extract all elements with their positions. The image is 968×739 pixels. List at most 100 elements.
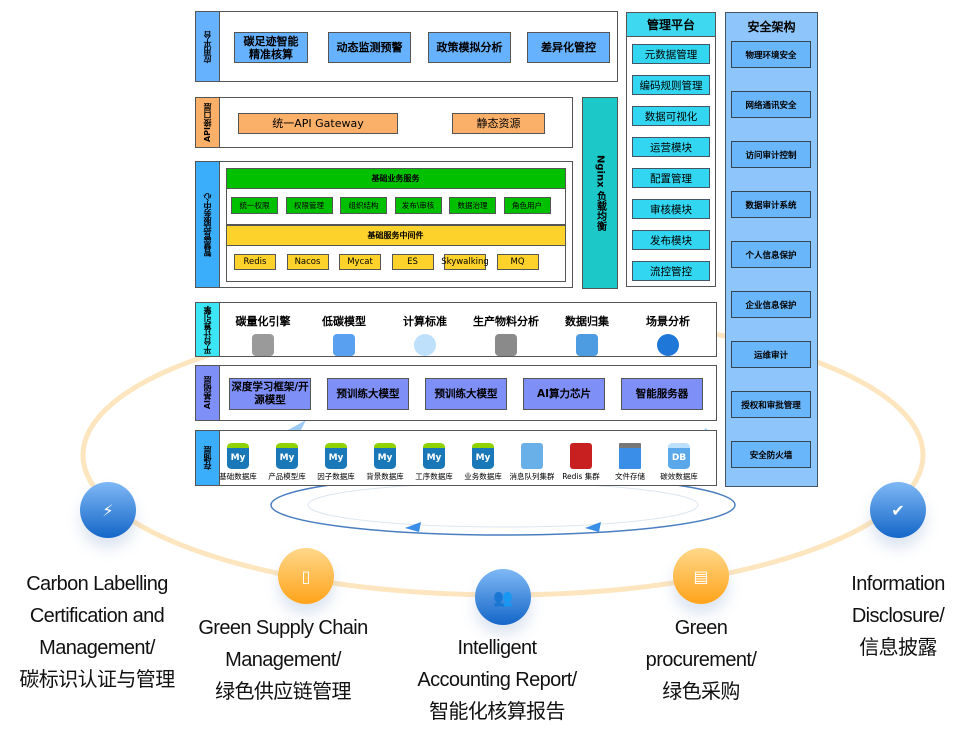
- ai-item[interactable]: AI算力芯片: [523, 378, 605, 410]
- security-item[interactable]: 运维审计: [731, 341, 811, 368]
- outcome-label-line: 绿色供应链管理: [215, 681, 351, 703]
- outcome-label-line: 信息披露: [859, 637, 937, 659]
- clipboard-icon[interactable]: ▤: [673, 548, 729, 604]
- outcome-label-line: Green Supply Chain: [198, 617, 368, 639]
- globe-gear-icon: [657, 334, 679, 356]
- nginx-load-balancer: Nginx 负载均衡: [582, 97, 618, 289]
- security-item[interactable]: 个人信息保护: [731, 241, 811, 268]
- engine-label: 数据归集: [565, 315, 609, 328]
- storage-label: 消息队列集群: [509, 472, 555, 481]
- middleware-item[interactable]: Skywalking: [441, 254, 489, 270]
- middleware-item[interactable]: MQ: [496, 254, 539, 270]
- storage-item[interactable]: 消息队列集群: [502, 443, 562, 482]
- database-icon: My: [472, 443, 494, 469]
- security-item[interactable]: 网络通讯安全: [731, 91, 811, 118]
- business-item[interactable]: 权限管理: [285, 197, 333, 214]
- storage-item[interactable]: My 基础数据库: [208, 443, 268, 482]
- engine-label: 计算标准: [403, 315, 447, 328]
- hexagon-icon: [414, 334, 436, 356]
- business-item[interactable]: 组织结构: [340, 197, 387, 214]
- file-icon: [619, 443, 641, 469]
- management-item[interactable]: 配置管理: [632, 168, 710, 188]
- security-item[interactable]: 物理环境安全: [731, 41, 811, 68]
- phone-icon[interactable]: ▯: [278, 548, 334, 604]
- engine-item[interactable]: 生产物料分析: [461, 313, 551, 356]
- redis-icon: [570, 443, 592, 469]
- storage-item[interactable]: Redis 集群: [551, 443, 611, 482]
- business-item[interactable]: 数据治理: [449, 197, 496, 214]
- engine-item[interactable]: 场景分析: [623, 313, 713, 356]
- middleware-item[interactable]: Nacos: [286, 254, 329, 270]
- business-item[interactable]: 角色用户: [503, 197, 551, 214]
- outcome-label-line: Information: [851, 573, 945, 595]
- security-title: 安全架构: [747, 19, 796, 34]
- engine-item[interactable]: 计算标准: [380, 313, 470, 356]
- app-item[interactable]: 动态监测预警: [328, 32, 411, 63]
- engine-label: 场景分析: [646, 315, 690, 328]
- business-item[interactable]: 发布\审核: [394, 197, 442, 214]
- business-item[interactable]: 统一权限: [231, 197, 278, 214]
- inner-orbit-light: [307, 482, 699, 528]
- outcome-label-line: 绿色采购: [662, 681, 740, 703]
- middleware-item[interactable]: Redis: [234, 254, 276, 270]
- storage-item[interactable]: 文件存储: [600, 443, 660, 482]
- users-icon[interactable]: 👥: [475, 569, 531, 625]
- storage-item[interactable]: My 业务数据库: [453, 443, 513, 482]
- engine-label: 碳量化引擎: [235, 315, 291, 328]
- app-item[interactable]: 政策模拟分析: [428, 32, 511, 63]
- management-item[interactable]: 编码规则管理: [632, 75, 710, 95]
- outcome-label-line: Carbon Labelling: [26, 573, 168, 595]
- engine-item[interactable]: 低碳模型: [299, 313, 389, 356]
- ai-item[interactable]: 深度学习框架/开源模型: [229, 378, 311, 410]
- database-icon: My: [423, 443, 445, 469]
- security-item[interactable]: 访问审计控制: [731, 141, 811, 168]
- compute-engine-layer: 平台计算引擎 碳量化引擎低碳模型计算标准生产物料分析数据归集场景分析: [195, 302, 717, 357]
- security-item[interactable]: 安全防火墙: [731, 441, 811, 468]
- management-item[interactable]: 运营模块: [632, 137, 710, 157]
- security-item[interactable]: 数据审计系统: [731, 191, 811, 218]
- lightbulb-head-icon[interactable]: ⚡: [80, 482, 136, 538]
- database-icon: My: [227, 443, 249, 469]
- middleware-title: 基础服务中间件: [225, 224, 566, 246]
- middleware: 基础服务中间件 Redis Nacos Mycat ES Skywalking MQ: [225, 224, 566, 282]
- middleware-item[interactable]: Mycat: [339, 254, 381, 270]
- engine-label: 低碳模型: [322, 315, 366, 328]
- engine-item[interactable]: 碳量化引擎: [218, 313, 308, 356]
- app-item[interactable]: 碳足迹智能 精准核算: [234, 32, 308, 63]
- service-center-layer: 智慧管控服务中心 基础业务服务 统一权限权限管理组织结构发布\审核数据治理角色用…: [195, 161, 573, 288]
- outcome-label-line: Disclosure/: [851, 605, 945, 627]
- static-resources[interactable]: 静态资源: [452, 113, 545, 134]
- business-services: 基础业务服务 统一权限权限管理组织结构发布\审核数据治理角色用户: [225, 167, 566, 225]
- ai-item[interactable]: 预训练大模型: [425, 378, 507, 410]
- middleware-item[interactable]: ES: [391, 254, 434, 270]
- security-item[interactable]: 授权和审批管理: [731, 391, 811, 418]
- badge-check-icon[interactable]: ✔: [870, 482, 926, 538]
- app-item[interactable]: 差异化管控: [527, 32, 610, 63]
- storage-label: 基础数据库: [219, 472, 257, 481]
- management-item[interactable]: 元数据管理: [632, 44, 710, 64]
- storage-label: 业务数据库: [464, 472, 502, 481]
- storage-label: 产品模型库: [268, 472, 306, 481]
- security-item[interactable]: 企业信息保护: [731, 291, 811, 318]
- queue-icon: [521, 443, 543, 469]
- ai-item[interactable]: 智能服务器: [621, 378, 703, 410]
- management-item[interactable]: 数据可视化: [632, 106, 710, 126]
- management-item[interactable]: 发布模块: [632, 230, 710, 250]
- management-item[interactable]: 审核模块: [632, 199, 710, 219]
- arrow-icon: [405, 522, 421, 532]
- ai-item[interactable]: 预训练大模型: [327, 378, 409, 410]
- engine-item[interactable]: 数据归集: [542, 313, 632, 356]
- management-item[interactable]: 流控管控: [632, 261, 710, 281]
- engine-label: 生产物料分析: [473, 315, 539, 328]
- api-gateway[interactable]: 统一API Gateway: [238, 113, 398, 134]
- storage-label: 因子数据库: [317, 472, 355, 481]
